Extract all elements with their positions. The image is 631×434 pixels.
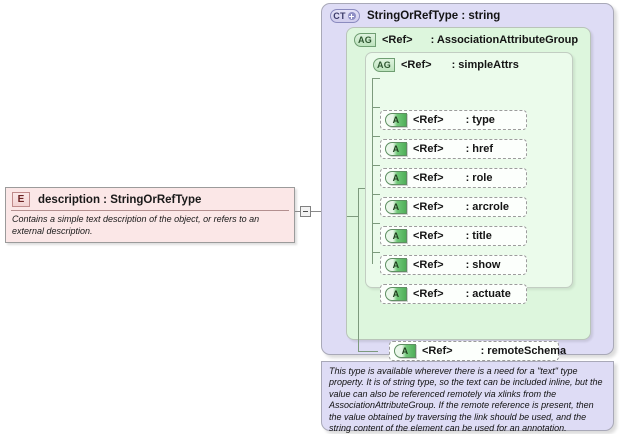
attribute-label: <Ref> : show [413,259,500,271]
complex-type-box[interactable]: CT StringOrRefType : string AG <Ref> : As… [321,3,614,361]
attribute-ref: <Ref> [413,230,444,242]
tree-line-attr-arcrole [372,165,380,166]
tree-line-attr-type [372,78,380,79]
tree-line-attr-href [372,107,380,108]
attribute-name: : type [465,114,495,126]
attribute-group-simpleattrs-title: <Ref> : simpleAttrs [401,59,519,71]
attribute-name: : role [465,172,493,184]
attribute-label: <Ref> : remoteSchema [422,345,566,357]
attribute-group-simpleattrs-ref: <Ref> [401,59,432,71]
attribute-ref: <Ref> [413,259,444,271]
attribute-icon: A [385,171,407,185]
attribute-label: <Ref> : role [413,172,492,184]
complex-type-icon[interactable]: CT [330,9,360,23]
complex-type-header: CT StringOrRefType : string [322,4,613,23]
attribute-group-simpleattrs-icon: AG [373,58,395,72]
attribute-label: <Ref> : href [413,143,493,155]
attribute-ref: <Ref> [413,201,444,213]
attribute-label: <Ref> : title [413,230,492,242]
tree-line-stub-in [347,216,358,217]
attribute-group-association-title: <Ref> : AssociationAttributeGroup [382,34,578,46]
attribute-row[interactable]: A <Ref> : show [380,255,527,275]
attribute-name: : remoteSchema [480,345,567,357]
attribute-ref: <Ref> [413,172,444,184]
tree-line-attr-role [372,136,380,137]
attribute-name: : arcrole [465,201,509,213]
attribute-ref: <Ref> [413,114,444,126]
attribute-row[interactable]: A <Ref> : title [380,226,527,246]
attribute-group-association-box[interactable]: AG <Ref> : AssociationAttributeGroup AG <… [346,27,591,361]
annotation-box: This type is available wherever there is… [321,361,614,434]
attribute-icon: A [385,142,407,156]
attribute-icon: A [385,258,407,272]
element-description-box[interactable]: E description : StringOrRefType Contains… [5,187,295,243]
tree-line-attr-show [372,223,380,224]
attribute-ref: <Ref> [422,345,453,357]
element-documentation: Contains a simple text description of th… [12,214,260,236]
connector-line-left [295,211,300,212]
tree-line-trunk [358,188,359,351]
attribute-group-association-header: AG <Ref> : AssociationAttributeGroup [347,28,590,47]
attribute-row[interactable]: A <Ref> : href [380,139,527,159]
attribute-group-association-name: : AssociationAttributeGroup [430,34,579,46]
element-header: E description : StringOrRefType [6,188,294,210]
connector-line-right [311,211,322,212]
attribute-ref: <Ref> [413,143,444,155]
complex-type-badge-label: CT [333,11,346,21]
attribute-label: <Ref> : actuate [413,288,511,300]
element-type-icon: E [12,192,30,207]
attribute-group-simpleattrs-name: : simpleAttrs [451,59,519,71]
attribute-row[interactable]: A <Ref> : arcrole [380,197,527,217]
attribute-name: : href [465,143,494,155]
attribute-row[interactable]: A <Ref> : type [380,110,527,130]
annotation-text: This type is available wherever there is… [329,366,603,434]
attribute-group-simpleattrs-header: AG <Ref> : simpleAttrs [366,53,572,72]
attribute-row[interactable]: A <Ref> : remoteSchema [389,341,566,361]
attribute-icon: A [385,229,407,243]
attribute-label: <Ref> : arcrole [413,201,509,213]
element-title: description : StringOrRefType [38,193,202,206]
attribute-group-association-ref: <Ref> [382,34,413,46]
attribute-icon: A [385,287,407,301]
complex-type-title: StringOrRefType : string [367,10,501,22]
attribute-icon: A [385,113,407,127]
tree-line-attr-title [372,194,380,195]
attribute-icon: A [394,344,416,358]
tree-line-attrs-trunk [372,78,373,264]
attribute-name: : title [465,230,492,242]
attribute-ref: <Ref> [413,288,444,300]
attribute-group-icon: AG [354,33,376,47]
collapse-toggle-minus-icon[interactable] [300,206,311,217]
attribute-name: : actuate [465,288,511,300]
attribute-label: <Ref> : type [413,114,495,126]
attribute-row[interactable]: A <Ref> : role [380,168,527,188]
tree-line-branch-remoteschema [358,351,378,352]
expand-plus-icon[interactable] [347,12,356,20]
attribute-row[interactable]: A <Ref> : actuate [380,284,527,304]
tree-line-attr-actuate [372,252,380,253]
attribute-name: : show [465,259,501,271]
element-divider [11,210,289,211]
attribute-icon: A [385,200,407,214]
